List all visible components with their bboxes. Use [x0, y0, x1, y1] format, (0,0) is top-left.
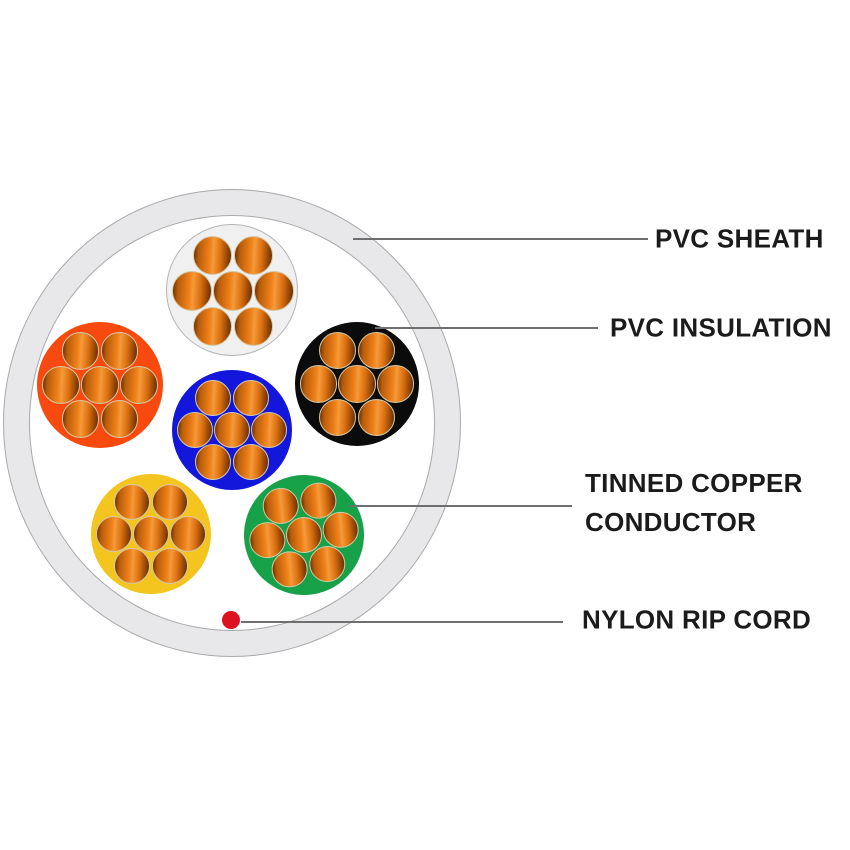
label-text-line: CONDUCTOR	[585, 507, 757, 537]
copper-strand	[61, 332, 100, 370]
insulation-white	[166, 224, 298, 356]
copper-strand	[214, 412, 250, 448]
copper-strand	[170, 516, 207, 552]
copper-strand	[251, 412, 288, 448]
insulation-yellow	[91, 474, 211, 594]
copper-strand	[195, 444, 232, 481]
label-text-line: PVC INSULATION	[610, 312, 832, 343]
copper-strand	[42, 366, 80, 404]
copper-strand	[233, 235, 274, 276]
copper-strand	[192, 306, 233, 347]
copper-strand	[176, 412, 213, 448]
copper-strand	[357, 331, 395, 370]
label-tinned-copper-conductor: TINNED COPPER CONDUCTOR	[585, 464, 803, 542]
copper-strand	[213, 271, 253, 311]
copper-strand	[100, 332, 139, 370]
copper-strand	[151, 548, 188, 585]
insulation-red	[37, 322, 163, 448]
copper-strand	[232, 444, 269, 481]
copper-strand	[233, 306, 274, 347]
copper-strand	[299, 365, 338, 403]
leader-line-pvc-insulation	[375, 327, 598, 329]
copper-strand	[319, 398, 357, 437]
copper-strand	[338, 365, 376, 403]
copper-strand	[254, 271, 294, 311]
copper-strand	[95, 516, 132, 552]
label-pvc-insulation: PVC INSULATION	[610, 309, 832, 348]
copper-strand	[100, 400, 139, 438]
leader-line-tinned-copper	[350, 505, 572, 507]
copper-strand	[81, 366, 119, 404]
leader-line-nylon-rip-cord	[241, 621, 563, 623]
copper-strand	[120, 366, 158, 404]
label-text-line: TINNED COPPER	[585, 468, 803, 498]
copper-strand	[133, 516, 169, 552]
copper-strand	[114, 548, 151, 585]
label-pvc-sheath: PVC SHEATH	[655, 220, 824, 259]
copper-strand	[319, 331, 357, 370]
copper-strand	[192, 235, 233, 276]
copper-strand	[114, 483, 151, 520]
insulation-black	[295, 322, 419, 446]
nylon-rip-cord-dot	[222, 611, 240, 629]
leader-line-pvc-sheath	[353, 238, 648, 240]
copper-strand	[195, 379, 232, 416]
copper-strand	[232, 379, 269, 416]
copper-strand	[151, 483, 188, 520]
label-text-line: NYLON RIP CORD	[582, 604, 812, 635]
copper-strand	[61, 400, 100, 438]
copper-strand	[376, 365, 415, 403]
insulation-blue	[172, 370, 292, 490]
label-text-line: PVC SHEATH	[655, 223, 824, 254]
copper-strand	[357, 398, 395, 437]
copper-strand	[172, 271, 212, 311]
label-nylon-rip-cord: NYLON RIP CORD	[582, 601, 811, 640]
